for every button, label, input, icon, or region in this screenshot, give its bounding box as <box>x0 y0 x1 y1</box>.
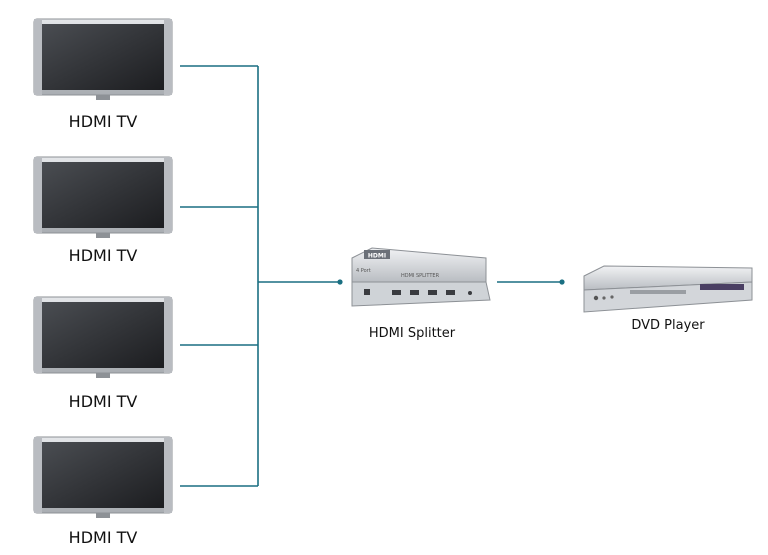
hdmi-tv-1 <box>33 18 173 100</box>
splitter-brand-text: HDMI <box>368 253 386 260</box>
splitter-connector-dot <box>337 279 343 285</box>
splitter-port <box>392 290 401 295</box>
tv-1-label: HDMI TV <box>68 112 138 131</box>
tv-stand <box>96 373 110 378</box>
splitter-port <box>410 290 419 295</box>
splitter-port <box>428 290 437 295</box>
splitter-led <box>468 291 472 295</box>
splitter-port <box>446 290 455 295</box>
dvd-display <box>700 284 744 290</box>
tv-3-label: HDMI TV <box>68 392 138 411</box>
tv-screen <box>42 302 164 368</box>
dvd-disc-tray <box>630 290 686 294</box>
tv-2-label: HDMI TV <box>68 246 138 265</box>
dvd-button <box>593 295 599 301</box>
tv-screen <box>42 162 164 228</box>
hdmi-tv-4 <box>33 436 173 518</box>
tv-screen <box>42 24 164 90</box>
dvd-button <box>602 296 606 300</box>
hdmi-splitter-device: HDMI 4 Port HDMI SPLITTER <box>351 247 491 307</box>
tv-screen <box>42 442 164 508</box>
splitter-label: HDMI Splitter <box>368 326 456 341</box>
dvd-button <box>610 295 614 299</box>
splitter-model-text: HDMI SPLITTER <box>401 273 440 279</box>
dvd-player-device <box>583 265 753 313</box>
tv-stand <box>96 513 110 518</box>
splitter-ports-text: 4 Port <box>356 268 371 274</box>
tv-stand <box>96 233 110 238</box>
dvd-player-label: DVD Player <box>631 318 705 333</box>
hdmi-tv-2 <box>33 156 173 238</box>
tv-4-label: HDMI TV <box>68 528 138 547</box>
hdmi-tv-3 <box>33 296 173 378</box>
splitter-brand-plate <box>364 250 390 259</box>
connection-lines <box>180 65 562 487</box>
tv-stand <box>96 95 110 100</box>
splitter-port <box>364 289 370 295</box>
dvd-connector-dot <box>559 279 565 285</box>
